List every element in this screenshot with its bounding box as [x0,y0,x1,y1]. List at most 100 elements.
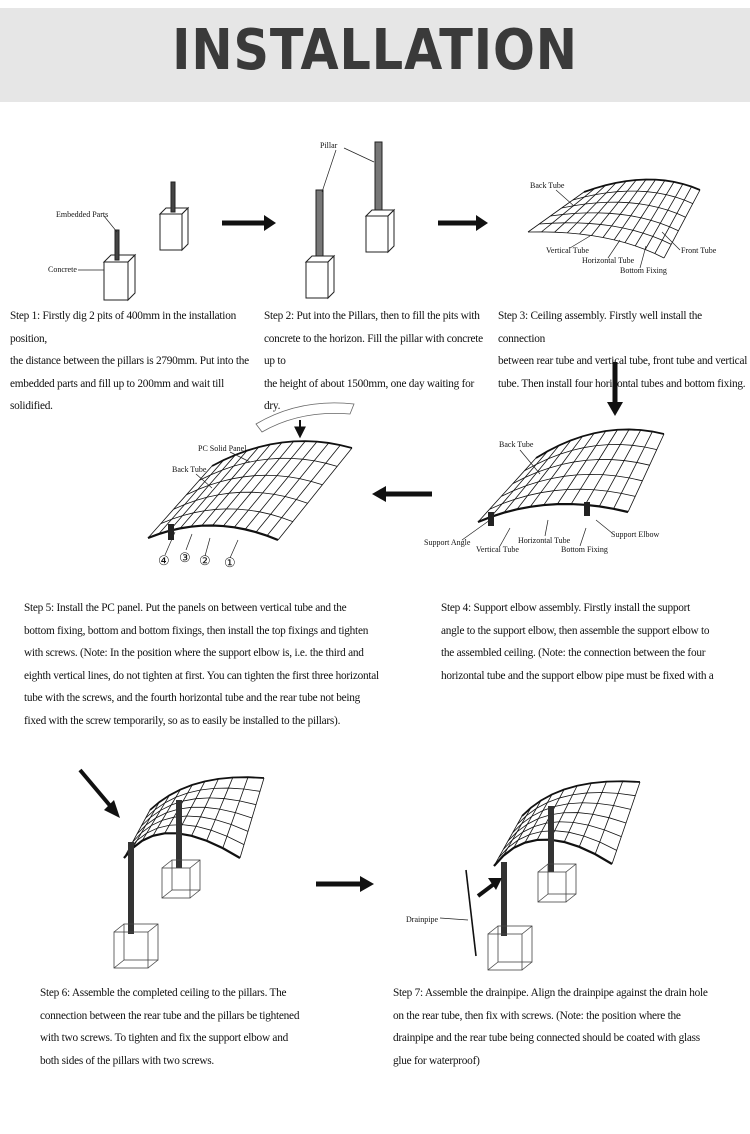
label-embedded-parts: Embedded Parts [56,210,108,219]
roof-panel [148,441,352,540]
number-3: ③ [179,550,191,565]
roof-vertical-tube [554,184,606,233]
roof-horizontal-tube [524,444,657,472]
label-vertical-tube-s3: Vertical Tube [546,246,589,255]
step7-base-back [537,863,577,903]
number-4: ④ [158,553,170,568]
roof-vertical-tube [549,785,578,840]
roof-vertical-tube [177,781,206,834]
roof-horizontal-tube [512,459,650,484]
leader-embedded [103,215,118,233]
roof-vertical-tube [557,430,607,505]
label-concrete: Concrete [48,265,77,274]
arrow-6-to-7 [316,876,374,892]
step6-base-front [113,923,159,969]
roof-vertical-tube [527,191,585,233]
label-back-tube-s4: Back Tube [499,440,534,449]
label-pillar: Pillar [320,141,338,150]
roof-horizontal-tube [489,488,636,510]
roof-vertical-tube [223,441,294,527]
roof-vertical-tube [255,442,329,533]
roof-vertical-tube [598,429,642,507]
roof-vertical-tube [541,188,596,233]
roof-vertical-tube [233,440,306,528]
roof-horizontal-tube [521,780,641,817]
roof-horizontal-tube [128,824,245,851]
support-elbow-post-s5 [168,524,174,540]
support-angle-post [488,512,494,526]
step4-text: Step 4: Support elbow assembly. Firstly … [441,602,714,682]
pillar-block-left [305,261,329,299]
roof-vertical-tube [132,801,160,849]
roof-horizontal-tube [493,838,613,867]
label-horizontal-tube-s3: Horizontal Tube [582,256,635,265]
step3-text: Step 3: Ceiling assembly. Firstly well i… [498,310,748,390]
roof-vertical-tube [152,789,181,836]
number-2: ② [199,553,211,568]
roof-horizontal-tube [517,792,636,825]
embedded-rod-left [114,229,120,261]
roof-vertical-tube [591,179,637,236]
roof-vertical-tube [627,433,665,513]
roof-vertical-tube [563,782,592,843]
label-bottom-fixing-s4: Bottom Fixing [561,545,608,554]
roof-horizontal-tube [507,812,627,842]
drainpipe-rod [465,869,477,957]
roof-vertical-tube [578,781,607,847]
step3-figure [527,178,701,259]
roof-vertical-tube [206,777,234,841]
roof-vertical-tube [613,431,653,509]
label-horizontal-tube-s4: Horizontal Tube [518,536,571,545]
leader-pillar-1 [343,147,375,163]
roof-vertical-tube [179,450,248,529]
roof-vertical-tube [584,429,630,506]
concrete-block-left [103,261,129,301]
roof-vertical-tube [493,815,523,867]
arrow-2-to-3 [438,215,488,231]
roof-vertical-tube [634,181,675,247]
roof-vertical-tube [624,180,666,243]
step6-base-back [161,859,201,899]
roof-vertical-tube [503,445,560,513]
roof-vertical-tube [524,794,553,843]
roof-vertical-tube [212,442,283,526]
roof-vertical-tube [594,781,624,855]
label-back-tube-s5: Back Tube [172,465,207,474]
roof-vertical-tube [503,807,532,856]
step2-text: Step 2: Put into the Pillars, then to fi… [264,310,483,412]
step7-figure [439,780,641,971]
arrow-1-to-2 [222,215,276,231]
roof-vertical-tube [147,465,213,539]
roof-vertical-tube [490,450,548,518]
roof-horizontal-tube [141,797,257,827]
roof-vertical-tube [613,179,656,241]
roof-frame-step7 [493,780,641,867]
leader-drainpipe [439,917,469,921]
label-bottom-fixing-s3: Bottom Fixing [620,266,667,275]
step5-leaders [164,451,251,559]
roof-horizontal-tube [123,832,241,859]
roof-vertical-tube [570,429,618,505]
roof-vertical-tube [222,777,249,849]
pillar-block-left-side [327,254,335,300]
roof-vertical-tube [529,436,583,508]
step6-pillar-back [176,800,182,868]
roof-horizontal-tube [501,473,643,497]
roof-vertical-tube [602,179,647,238]
pillar-block-right-side [387,208,395,254]
roof-vertical-tube [201,444,271,526]
step5-text: Step 5: Install the PC panel. Put the pa… [24,602,379,727]
label-vertical-tube-s4: Vertical Tube [476,545,519,554]
roof-vertical-tube [566,182,617,234]
roof-vertical-tube [516,440,572,510]
label-back-tube-s3: Back Tube [530,181,565,190]
roof-vertical-tube [543,432,595,506]
roof-vertical-tube [158,459,224,535]
step1-figure [78,181,190,302]
label-pc-solid-panel: PC Solid Panel [198,444,247,453]
roof-vertical-tube [266,444,341,536]
roof-vertical-tube [239,777,265,859]
number-1: ① [224,555,236,570]
drainpipe-arrow [476,882,496,898]
